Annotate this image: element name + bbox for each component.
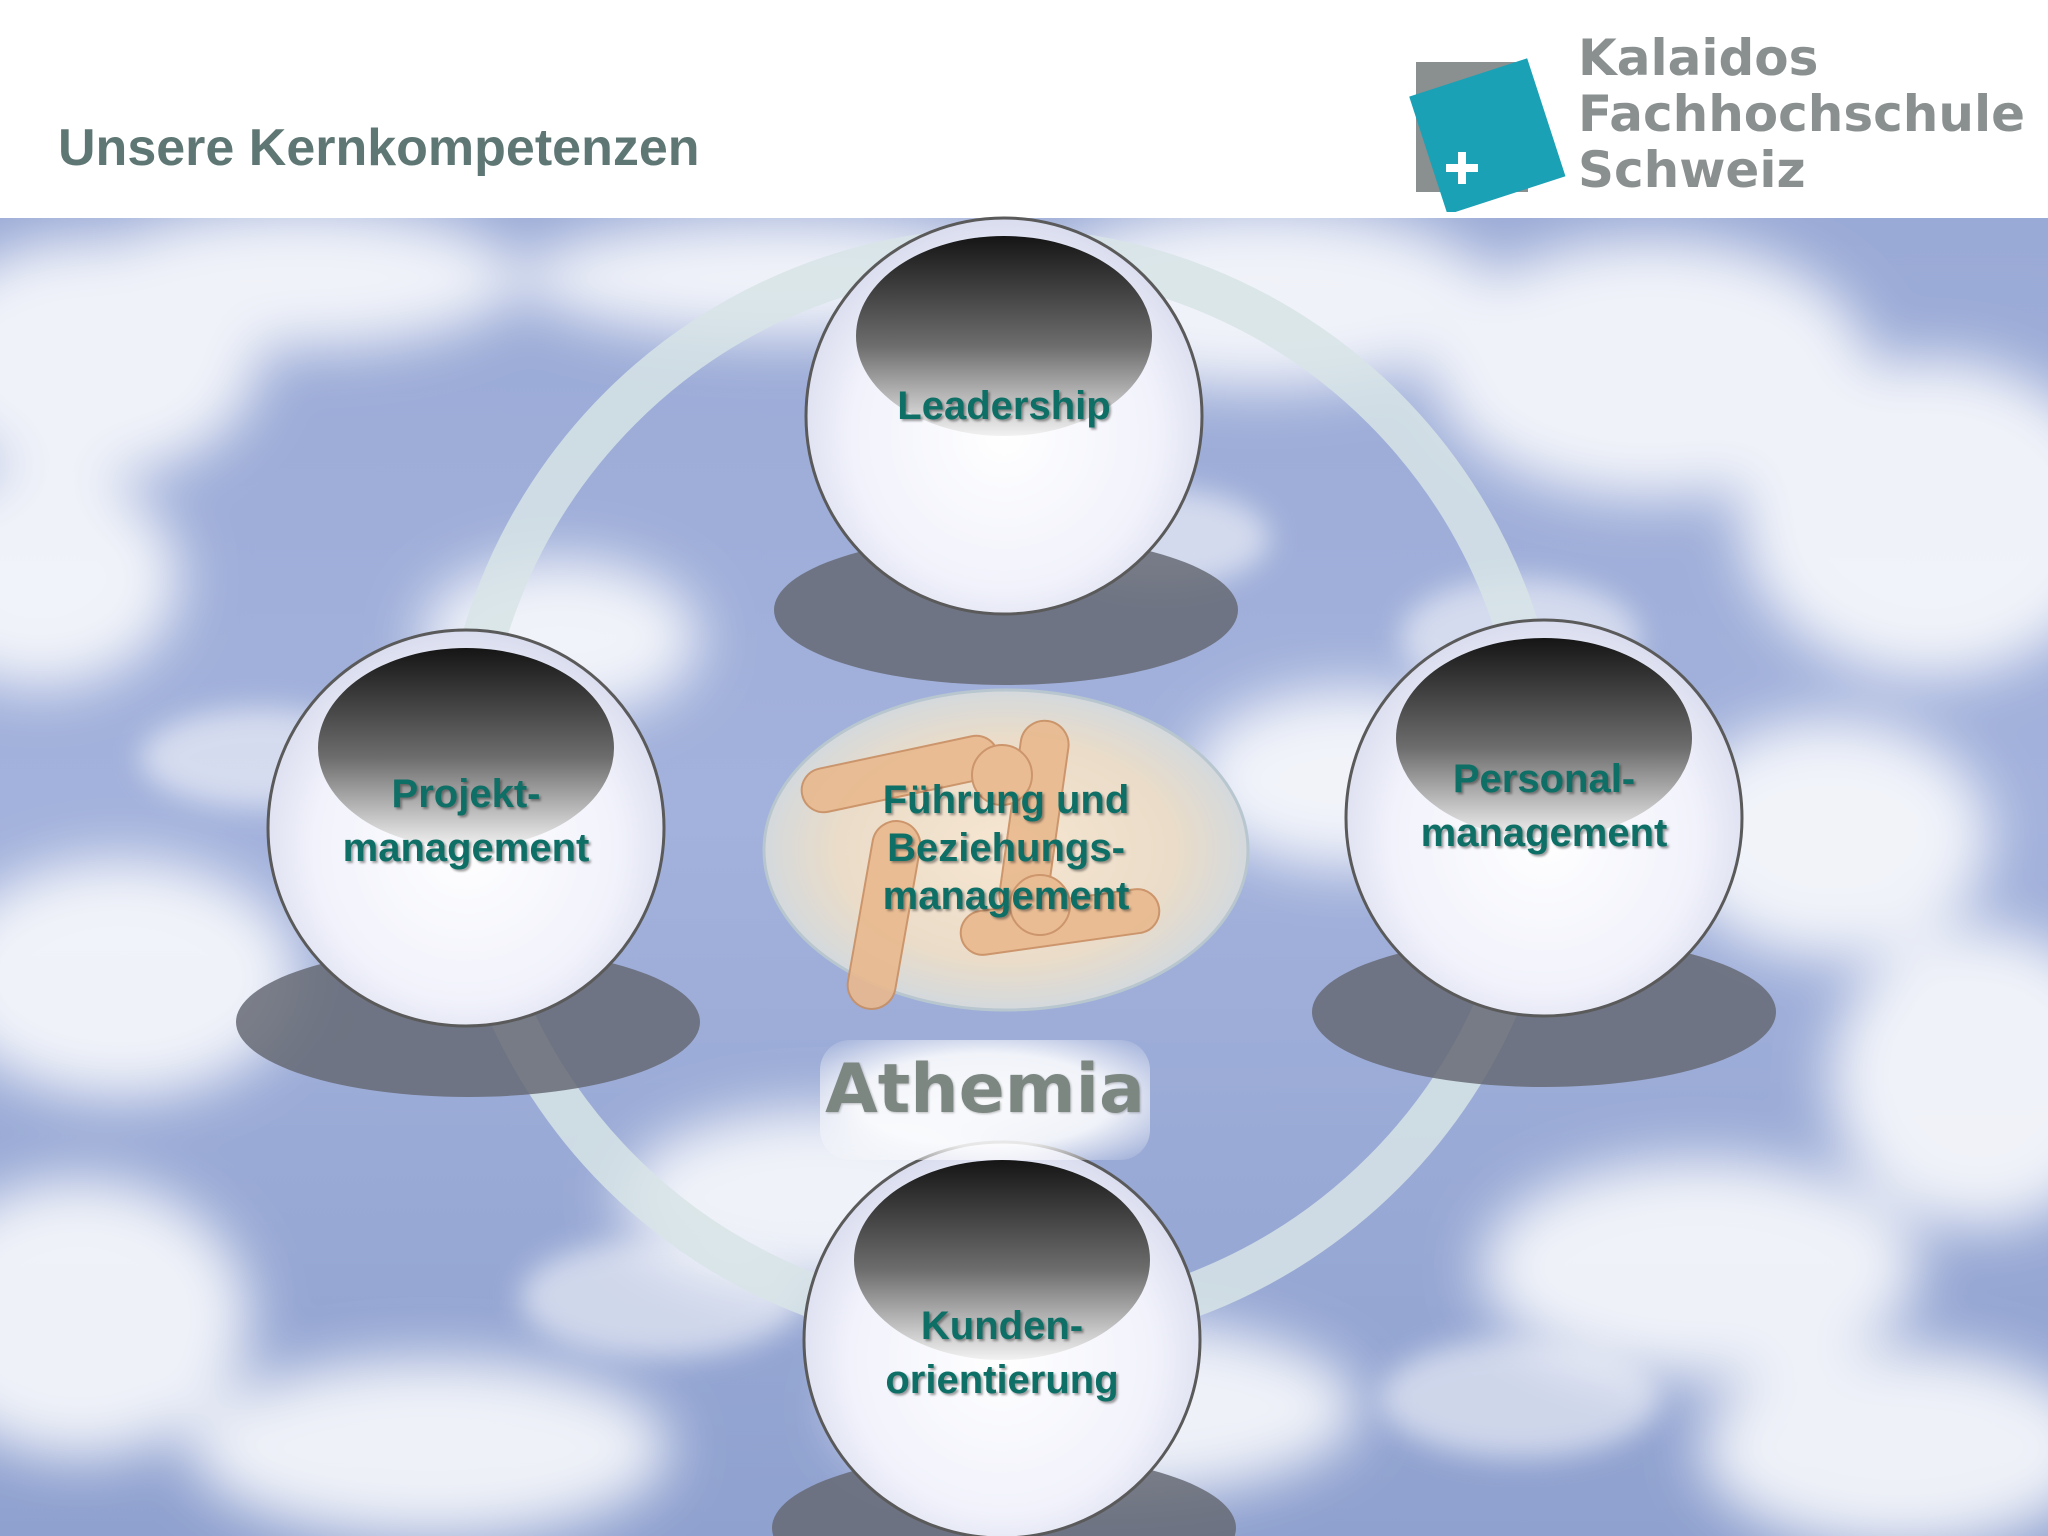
brand-name: Athemia bbox=[825, 1050, 1145, 1129]
slide-title: Unsere Kernkompetenzen bbox=[58, 119, 700, 177]
node-right bbox=[1344, 618, 1744, 1018]
node-right-label-line-1: Personal- bbox=[1452, 757, 1636, 801]
node-bottom-label-line-2: orientierung bbox=[885, 1358, 1119, 1402]
node-top-label-line-1: Leadership bbox=[897, 384, 1111, 428]
node-left-label-line-1: Projekt- bbox=[391, 772, 541, 816]
node-right-cap bbox=[1396, 638, 1692, 838]
node-top bbox=[804, 216, 1204, 616]
node-right-label: Personal- management bbox=[1344, 752, 1744, 860]
node-left-cap bbox=[318, 648, 614, 848]
node-right-label-line-2: management bbox=[1420, 811, 1668, 855]
node-top-label: Leadership bbox=[804, 379, 1204, 433]
node-bottom-cap bbox=[854, 1160, 1150, 1360]
node-top-cap bbox=[856, 236, 1152, 436]
node-left-label: Projekt- management bbox=[266, 767, 666, 875]
center-label-line-2: Beziehungs- bbox=[887, 826, 1125, 870]
hands-illustration bbox=[800, 719, 1161, 1010]
logo-wordmark: Kalaidos Fachhochschule Schweiz bbox=[1578, 30, 2025, 198]
node-bottom bbox=[802, 1140, 1202, 1536]
node-bottom-label: Kunden- orientierung bbox=[802, 1299, 1202, 1407]
center-label-line-3: management bbox=[882, 874, 1130, 918]
logo-line-1: Kalaidos bbox=[1578, 29, 1819, 87]
center-label: Führung und Beziehungs- management bbox=[806, 776, 1206, 920]
brand-panel: Athemia bbox=[820, 1040, 1150, 1160]
node-left-label-line-2: management bbox=[342, 826, 590, 870]
node-bottom-label-line-1: Kunden- bbox=[920, 1304, 1084, 1348]
node-left bbox=[266, 628, 666, 1028]
logo-line-2: Fachhochschule bbox=[1578, 85, 2026, 143]
center-label-line-1: Führung und bbox=[882, 778, 1130, 822]
logo-line-3: Schweiz bbox=[1578, 141, 1806, 199]
center-node bbox=[762, 688, 1250, 1012]
plus-square-icon bbox=[1409, 58, 1566, 212]
slide-header: Unsere Kernkompetenzen Kalaidos Fachhoch… bbox=[0, 0, 2048, 218]
